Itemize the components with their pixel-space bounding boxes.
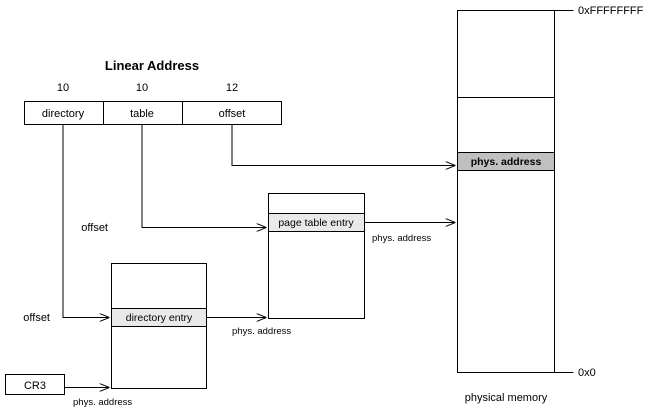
connector-table-to-page-table [141,124,266,228]
page-title: Linear Address [105,58,199,73]
page-table-outline [268,193,365,319]
offset-label-table: offset [81,222,108,234]
page-directory-box: directory entry [111,263,207,389]
field-label-table: table [130,108,154,120]
bits-label-offset: 12 [226,82,238,94]
page-table-entry-label: page table entry [278,217,354,229]
bits-label-table: 10 [136,82,148,94]
linear-address-outline [24,101,282,125]
phys-address-cell [457,152,555,171]
phys-address-label-table: phys. address [372,233,431,244]
page-table-box: page table entry [268,193,365,319]
memory-bottom-address: 0x0 [578,367,596,379]
phys-address-label-dir: phys. address [232,326,291,337]
offset-label-directory: offset [23,312,50,324]
cr3-outline [5,374,65,395]
connector-offset-to-memory [231,124,455,166]
phys-address-label-cr3: phys. address [73,397,132,408]
memory-top-address: 0xFFFFFFFF [578,5,644,17]
field-label-offset: offset [219,108,246,120]
bits-label-directory: 10 [57,82,69,94]
cr3-register-box: CR3 [5,374,65,395]
phys-address-cell-label: phys. address [471,156,542,168]
physical-memory-caption: physical memory [465,392,548,404]
physical-memory-outline [457,10,555,373]
connector-directory-to-page-directory [62,124,109,318]
field-label-directory: directory [42,108,85,120]
cr3-label: CR3 [24,380,46,392]
directory-entry-label: directory entry [126,312,193,324]
linear-address-box: directory table offset [24,101,282,125]
physical-memory-box: phys. address 0xFFFFFFFF 0x0 physical me… [457,5,644,404]
